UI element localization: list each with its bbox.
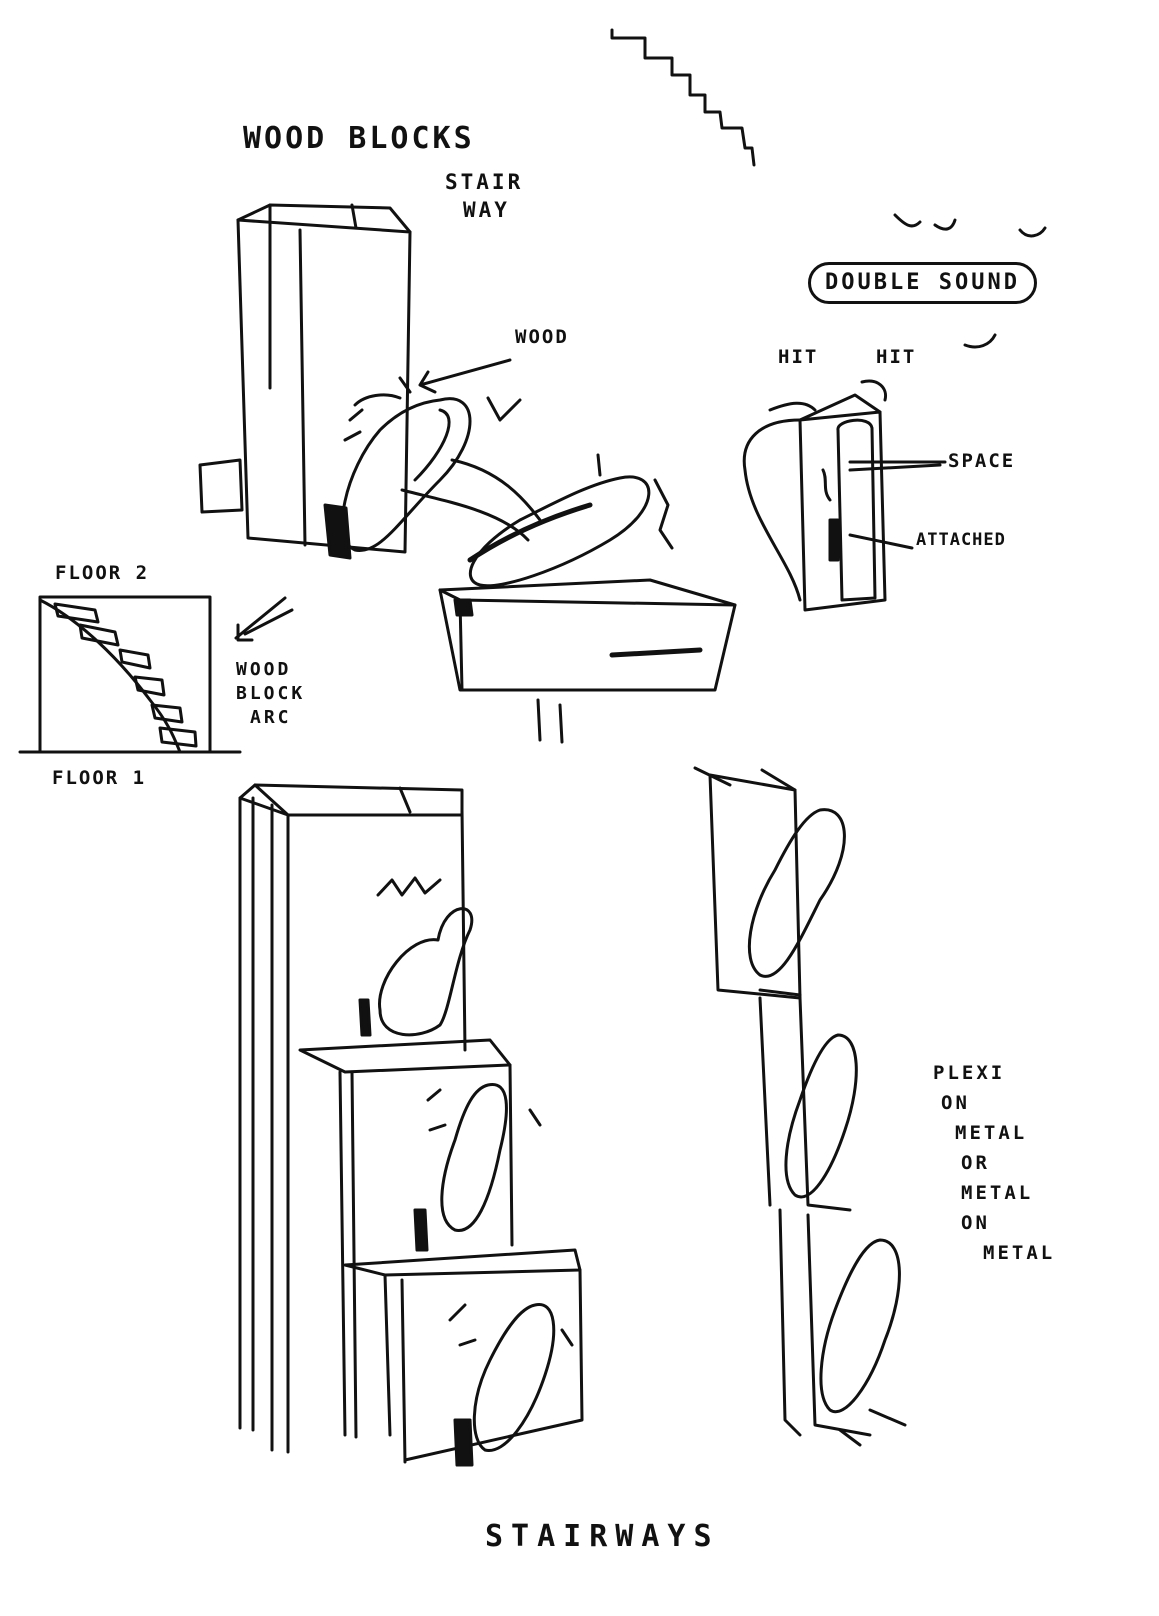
- materials-line-3: METAL: [933, 1118, 1055, 1148]
- wood-block-arc-line-2: BLOCK: [236, 682, 305, 706]
- hit-left-label: HIT: [778, 346, 818, 370]
- wood-block-arc-line-3: ARC: [236, 706, 305, 730]
- floor-2-label: FLOOR 2: [55, 562, 149, 586]
- stair-way-label: STAIR WAY: [445, 168, 523, 224]
- materials-line-7: METAL: [933, 1238, 1055, 1268]
- stairway-left: [240, 785, 582, 1465]
- staircase-squiggle: [612, 30, 754, 165]
- materials-note: PLEXI ON METAL OR METAL ON METAL: [933, 1058, 1055, 1268]
- stairways-label: STAIRWAYS: [485, 1518, 720, 1556]
- wood-arrow: [420, 360, 510, 392]
- wood-block-arc-line-1: WOOD: [236, 658, 305, 682]
- space-arrow: [850, 465, 940, 470]
- materials-line-4: OR: [933, 1148, 1055, 1178]
- materials-line-2: ON: [933, 1088, 1055, 1118]
- materials-line-6: ON: [933, 1208, 1055, 1238]
- wood-block-lower: [440, 455, 735, 742]
- hit-right-label: HIT: [876, 346, 916, 370]
- attached-label: ATTACHED: [916, 530, 1006, 551]
- wood-label: WOOD: [515, 326, 569, 350]
- materials-line-1: PLEXI: [933, 1058, 1055, 1088]
- wood-block-tower: [200, 205, 410, 552]
- stair-way-line-1: STAIR: [445, 168, 523, 196]
- space-label: SPACE: [948, 450, 1015, 474]
- stairway-right: [695, 768, 905, 1445]
- flip-flop-top-left: [325, 378, 520, 558]
- wood-blocks-label: WOOD BLOCKS: [243, 120, 475, 158]
- stair-way-line-2: WAY: [445, 196, 523, 224]
- double-sound-label: DOUBLE SOUND: [825, 270, 1020, 295]
- double-sound-sketch: [744, 381, 945, 610]
- double-sound-cloud: DOUBLE SOUND: [808, 262, 1037, 304]
- floor-1-label: FLOOR 1: [52, 767, 146, 791]
- materials-line-5: METAL: [933, 1178, 1055, 1208]
- wood-block-arc-label: WOOD BLOCK ARC: [236, 658, 305, 730]
